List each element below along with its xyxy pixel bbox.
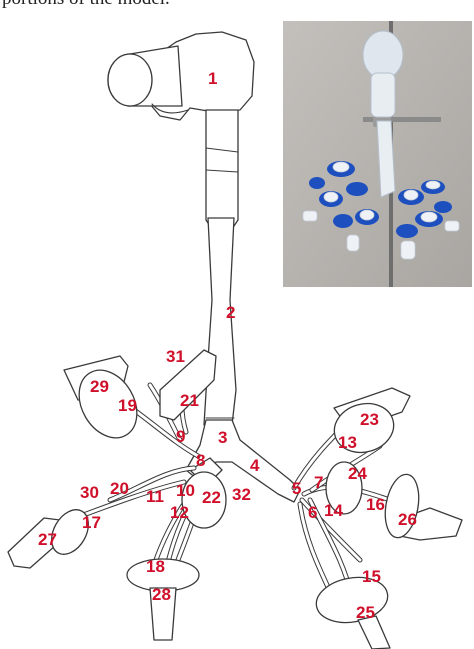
label-22: 22 (202, 488, 221, 507)
label-3: 3 (218, 428, 227, 447)
label-12: 12 (170, 503, 189, 522)
label-15: 15 (362, 567, 381, 586)
label-21: 21 (180, 391, 199, 410)
label-6: 6 (308, 503, 317, 522)
figure-caption-fragment: portions of the model. (2, 0, 170, 10)
label-25: 25 (356, 603, 375, 622)
label-32: 32 (232, 485, 251, 504)
label-11: 11 (146, 487, 164, 506)
label-2: 2 (226, 303, 235, 322)
label-26: 26 (398, 510, 417, 529)
model-photograph (283, 21, 472, 287)
label-13: 13 (338, 433, 357, 452)
label-20: 20 (110, 479, 129, 498)
label-8: 8 (196, 451, 205, 470)
label-16: 16 (366, 495, 385, 514)
label-31: 31 (166, 347, 185, 366)
region-labels: 1 2 3 4 5 6 7 8 9 10 11 12 13 14 15 16 1… (38, 69, 417, 622)
upper-airway (107, 31, 255, 426)
label-29: 29 (90, 377, 109, 396)
label-28: 28 (152, 585, 171, 604)
label-7: 7 (314, 473, 323, 492)
label-23: 23 (360, 410, 379, 429)
label-24: 24 (348, 464, 367, 483)
label-18: 18 (146, 557, 165, 576)
label-30: 30 (80, 483, 99, 502)
lobe-caps (7, 349, 463, 649)
label-10: 10 (176, 481, 195, 500)
label-17: 17 (82, 513, 101, 532)
label-9: 9 (176, 427, 185, 446)
label-14: 14 (324, 501, 343, 520)
label-27: 27 (38, 530, 57, 549)
label-5: 5 (292, 479, 301, 498)
label-19: 19 (118, 396, 137, 415)
label-1: 1 (208, 69, 217, 88)
label-4: 4 (250, 456, 260, 475)
